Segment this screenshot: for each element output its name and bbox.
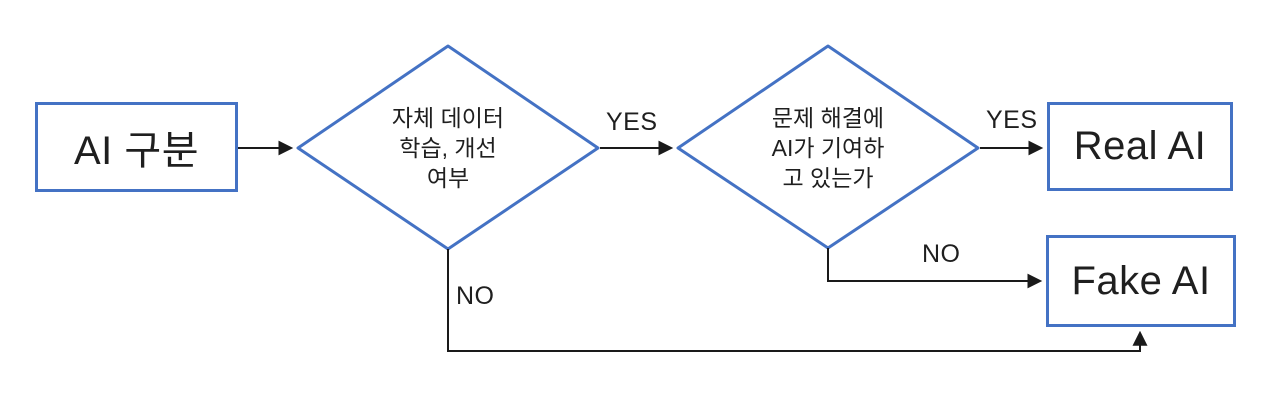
- edge-label-decision1-no: NO: [456, 282, 495, 310]
- node-real-ai: Real AI: [1047, 102, 1233, 191]
- node-start: AI 구분: [35, 102, 238, 192]
- edge-label-decision2-no: NO: [922, 240, 961, 268]
- decision2-line1: 문제 해결에: [771, 105, 885, 131]
- node-fake-ai-label: Fake AI: [1071, 258, 1211, 303]
- node-decision2-label: 문제 해결에 AI가 기여하 고 있는가: [718, 98, 938, 198]
- edge-label-decision2-yes: YES: [986, 106, 1038, 134]
- node-decision1-label: 자체 데이터 학습, 개선 여부: [338, 98, 558, 198]
- decision1-line3: 여부: [426, 165, 470, 191]
- node-real-ai-label: Real AI: [1073, 124, 1207, 168]
- node-fake-ai: Fake AI: [1046, 235, 1236, 327]
- node-start-label: AI 구분: [73, 129, 199, 173]
- edge-decision1-no-to-fake: [447, 249, 1148, 352]
- decision2-line2: AI가 기여하: [771, 135, 885, 161]
- decision1-line1: 자체 데이터: [391, 105, 505, 131]
- edge-decision2-no-to-fake: [827, 248, 1043, 289]
- edge-label-decision1-yes: YES: [606, 108, 658, 136]
- decision1-line2: 학습, 개선: [399, 135, 497, 161]
- decision2-line3: 고 있는가: [782, 165, 874, 191]
